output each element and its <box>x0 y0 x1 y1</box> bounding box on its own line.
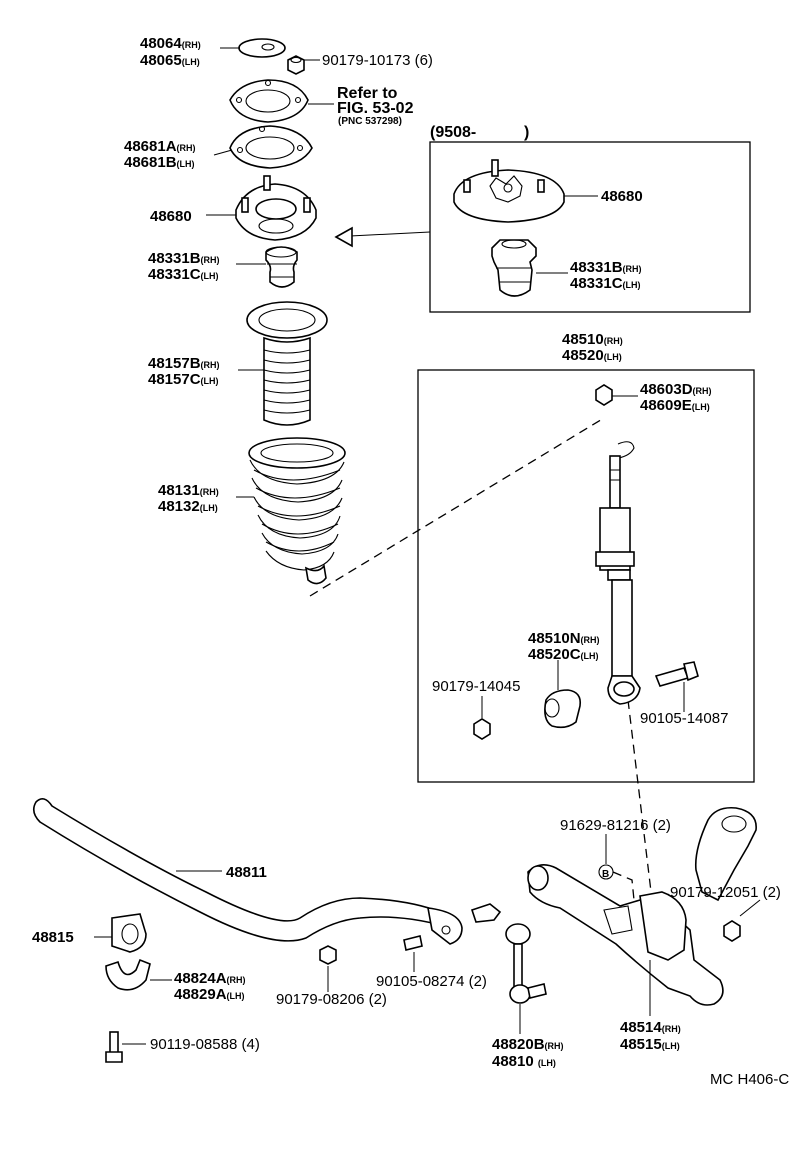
part-90105-08274-bolt <box>403 935 423 951</box>
label-refer: Refer to FIG. 53-02 (PNC 537298) <box>337 85 414 127</box>
part-48157-dust-boot <box>246 301 328 426</box>
svg-text:48609E(LH): 48609E(LH) <box>640 397 710 414</box>
label-48603D: 48603D(RH) 48609E(LH) <box>640 381 712 414</box>
svg-text:48331C(LH): 48331C(LH) <box>148 266 219 283</box>
part-48681-plate <box>229 125 313 169</box>
label-48815: 48815 <box>32 929 74 946</box>
part-90179-10173-nut <box>287 55 305 75</box>
figure-code: MC H406-C <box>710 1071 789 1088</box>
svg-text:48331B(RH): 48331B(RH) <box>148 250 220 267</box>
label-48331: 48331B(RH) 48331C(LH) <box>148 250 220 283</box>
label-90105-14087: 90105-14087 <box>640 710 728 727</box>
svg-text:48824A(RH): 48824A(RH) <box>174 970 246 987</box>
svg-text:48510(RH): 48510(RH) <box>562 331 623 348</box>
svg-text:48065(LH): 48065(LH) <box>140 52 200 69</box>
svg-text:48157C(LH): 48157C(LH) <box>148 371 219 388</box>
label-90179-08206: 90179-08206 (2) <box>276 991 387 1008</box>
svg-text:48331C(LH): 48331C(LH) <box>570 275 641 292</box>
label-90179-14045: 90179-14045 <box>432 678 520 695</box>
svg-text:48829A(LH): 48829A(LH) <box>174 986 245 1003</box>
part-48064-washer <box>238 38 286 58</box>
svg-text:48515(LH): 48515(LH) <box>620 1036 680 1053</box>
part-48815-bushing <box>111 913 147 953</box>
svg-text:48520C(LH): 48520C(LH) <box>528 646 599 663</box>
svg-text:48520(LH): 48520(LH) <box>562 347 622 364</box>
part-48331-bumper <box>265 246 298 288</box>
label-48681: 48681A(RH) 48681B(LH) <box>124 138 196 171</box>
svg-text:48810 (LH): 48810 (LH) <box>492 1053 556 1070</box>
svg-text:(9508-: (9508- <box>430 124 476 141</box>
label-48510N: 48510N(RH) 48520C(LH) <box>528 630 600 663</box>
svg-text:(PNC 537298): (PNC 537298) <box>338 116 402 127</box>
part-90179-12051-nut <box>723 920 741 942</box>
svg-text:48064(RH): 48064(RH) <box>140 35 201 52</box>
svg-text:48603D(RH): 48603D(RH) <box>640 381 712 398</box>
svg-text:): ) <box>524 124 529 141</box>
svg-text:48131(RH): 48131(RH) <box>158 482 219 499</box>
label-90179-10173: 90179-10173 (6) <box>322 52 433 69</box>
svg-text:48157B(RH): 48157B(RH) <box>148 355 220 372</box>
part-48820B-stabilizer-link <box>470 903 547 1004</box>
label-48514: 48514(RH) 48515(LH) <box>620 1019 681 1053</box>
label-48510: 48510(RH) 48520(LH) <box>562 331 623 364</box>
svg-text:48331B(RH): 48331B(RH) <box>570 259 642 276</box>
svg-text:B: B <box>602 869 609 880</box>
label-91629-81216: 91629-81216 (2) <box>560 817 671 834</box>
inset-box-9508 <box>334 141 751 313</box>
label-inset-48331: 48331B(RH) 48331C(LH) <box>570 259 642 292</box>
svg-text:48514(RH): 48514(RH) <box>620 1019 681 1036</box>
label-inset-48680: 48680 <box>601 188 643 205</box>
leader-lines <box>94 47 761 1045</box>
label-48811: 48811 <box>226 864 267 881</box>
label-90105-08274: 90105-08274 (2) <box>376 973 487 990</box>
part-upper-plate <box>229 79 309 123</box>
part-90179-08206-nut <box>319 945 337 965</box>
part-48680-support <box>235 175 317 241</box>
part-knuckle <box>694 806 757 902</box>
label-inset-date: (9508- ) <box>430 124 529 141</box>
label-48824A: 48824A(RH) 48829A(LH) <box>174 970 246 1003</box>
label-48157: 48157B(RH) 48157C(LH) <box>148 355 220 388</box>
assembly-leader <box>309 417 605 597</box>
svg-text:48132(LH): 48132(LH) <box>158 498 218 515</box>
label-48820B: 48820B(RH) 48810 (LH) <box>492 1036 564 1070</box>
label-48131: 48131(RH) 48132(LH) <box>158 482 219 515</box>
label-48064: 48064(RH) 48065(LH) <box>140 35 201 69</box>
svg-text:48681A(RH): 48681A(RH) <box>124 138 196 155</box>
svg-text:48681B(LH): 48681B(LH) <box>124 154 195 171</box>
svg-text:FIG. 53-02: FIG. 53-02 <box>337 100 414 117</box>
label-90179-12051: 90179-12051 (2) <box>670 884 781 901</box>
shock-absorber-box <box>417 369 755 783</box>
label-90119-08588: 90119-08588 (4) <box>150 1036 260 1053</box>
svg-text:48820B(RH): 48820B(RH) <box>492 1036 564 1053</box>
svg-text:48510N(RH): 48510N(RH) <box>528 630 600 647</box>
part-48811-stabilizer-bar <box>32 798 463 945</box>
bolt-symbol-b: B <box>598 864 635 901</box>
part-48131-coil-spring <box>248 437 346 585</box>
part-48514-lower-arm <box>527 864 724 1006</box>
assembly-leader <box>627 699 653 901</box>
part-90119-08588-bolt <box>105 1031 123 1063</box>
svg-text:Refer to: Refer to <box>337 85 398 102</box>
label-48680: 48680 <box>150 208 192 225</box>
part-48824A-bracket <box>105 958 151 991</box>
